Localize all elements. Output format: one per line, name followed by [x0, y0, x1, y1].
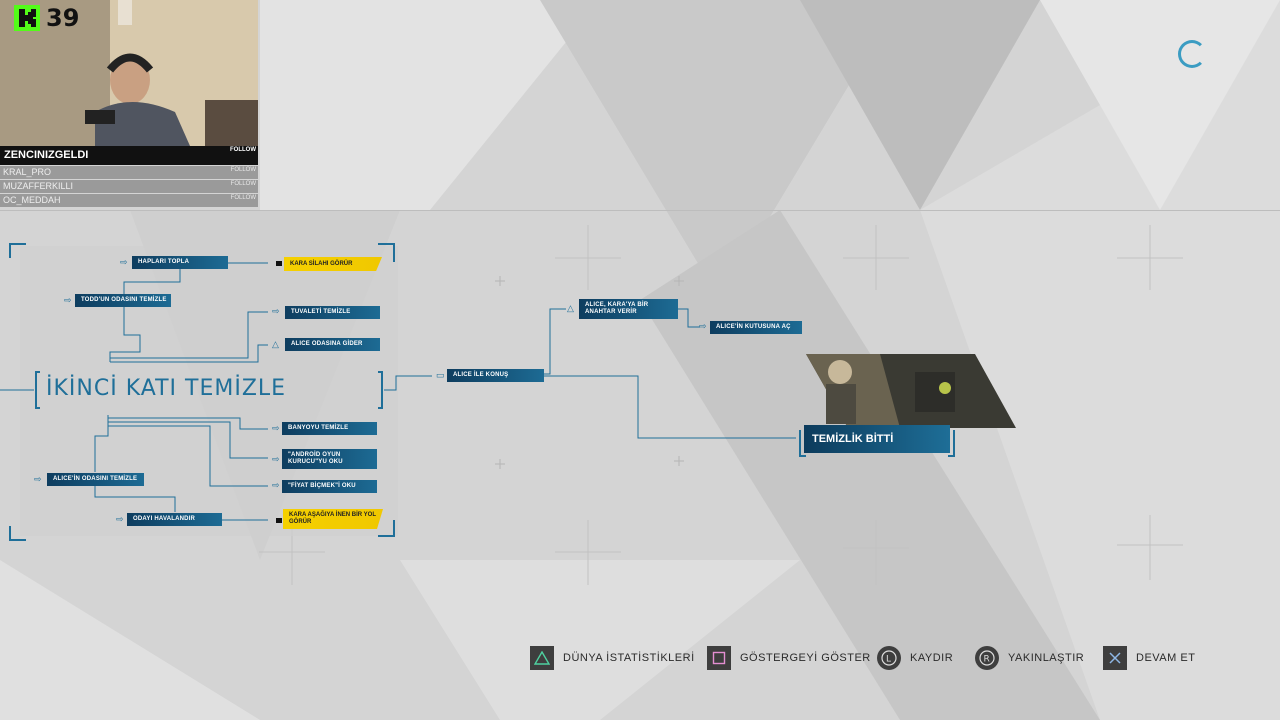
follower-name: OC_MEDDAH: [3, 195, 61, 205]
follower-row: OC_MEDDAH FOLLOW: [0, 194, 258, 207]
control-label: DEVAM ET: [1136, 652, 1196, 664]
lock-icon: [276, 261, 282, 266]
control-label: YAKINLAŞTIR: [1008, 652, 1085, 664]
control-scroll[interactable]: L KAYDIR: [877, 646, 953, 670]
node-alice-konus[interactable]: ALICE İLE KONUŞ: [447, 369, 544, 382]
svg-text:R: R: [984, 655, 990, 665]
node-android[interactable]: "ANDROİD OYUN KURUCU"YU OKU: [282, 449, 377, 469]
node-todd-odasi[interactable]: TODD'UN ODASINI TEMİZLE: [75, 294, 171, 307]
node-alice-odasini[interactable]: ALICE'İN ODASINI TEMİZLE: [47, 473, 144, 486]
kick-badge: 39: [14, 4, 79, 32]
arrow-right-icon: ⇨: [272, 306, 280, 316]
arrow-right-icon: ⇨: [272, 480, 280, 490]
follower-name: KRAL_PRO: [3, 167, 52, 177]
control-label: GÖSTERGEYİ GÖSTER: [740, 652, 871, 664]
triangle-icon: [530, 646, 554, 670]
node-haplari-topla[interactable]: HAPLARI TOPLA: [132, 256, 228, 269]
control-label: DÜNYA İSTATİSTİKLERİ: [563, 652, 695, 664]
control-label: KAYDIR: [910, 652, 954, 664]
webcam-overlay: 39 ZENCINIZGELDI FOLLOW KRAL_PRO FOLLOW …: [0, 0, 258, 207]
node-kara-silahi[interactable]: KARA SİLAHI GÖRÜR: [284, 257, 382, 271]
arrow-right-icon: ⇨: [699, 321, 707, 331]
node-temizlik-bitti[interactable]: TEMİZLİK BİTTİ: [804, 425, 950, 453]
kick-logo-icon: [14, 5, 40, 31]
node-kutusuna[interactable]: ALICE'İN KUTUSUNA AÇ: [710, 321, 802, 334]
node-kara-asagi[interactable]: KARA AŞAĞIYA İNEN BİR YOL GÖRÜR: [283, 509, 383, 529]
loading-spinner-icon: [1178, 40, 1206, 68]
cross-icon: [1103, 646, 1127, 670]
arrow-right-icon: ⇨: [272, 454, 280, 464]
lock-icon: [276, 518, 282, 523]
follower-action: FOLLOW: [230, 195, 256, 201]
r-stick-icon: R: [975, 646, 999, 670]
streamer-name: ZENCINIZGELDI: [4, 149, 89, 161]
streamer-bar: ZENCINIZGELDI FOLLOW: [0, 146, 258, 165]
follower-action: FOLLOW: [230, 167, 256, 173]
node-anahtar[interactable]: ALICE, KARA'YA BİR ANAHTAR VERİR: [579, 299, 678, 319]
arrow-right-icon: ⇨: [116, 514, 124, 524]
follower-row: MUZAFFERKILLI FOLLOW: [0, 180, 258, 193]
control-zoom[interactable]: R YAKINLAŞTIR: [975, 646, 1084, 670]
l-stick-icon: L: [877, 646, 901, 670]
node-banyoyu[interactable]: BANYOYU TEMİZLE: [282, 422, 377, 435]
svg-text:L: L: [886, 655, 891, 665]
follower-action: FOLLOW: [230, 181, 256, 187]
node-tuvaleti[interactable]: TUVALETİ TEMİZLE: [285, 306, 380, 319]
node-odayi[interactable]: ODAYI HAVALANDIR: [127, 513, 222, 526]
chapter-title: İKİNCİ KATI TEMİZLE: [46, 376, 287, 401]
follower-row: KRAL_PRO FOLLOW: [0, 166, 258, 179]
node-alice-odasina[interactable]: ALICE ODASINA GİDER: [285, 338, 380, 351]
node-fiyat[interactable]: "FİYAT BİÇMEK"İ OKU: [282, 480, 377, 493]
control-world-stats[interactable]: DÜNYA İSTATİSTİKLERİ: [530, 646, 695, 670]
square-icon: [707, 646, 731, 670]
follower-name: MUZAFFERKILLI: [3, 181, 74, 191]
follow-button[interactable]: FOLLOW: [230, 147, 256, 153]
arrow-right-icon: ⇨: [272, 423, 280, 433]
webcam-video: [0, 0, 258, 146]
triangle-icon: △: [272, 339, 279, 349]
viewer-count: 39: [46, 4, 80, 32]
triangle-icon: △: [567, 303, 574, 313]
dialog-icon: ▭: [436, 370, 445, 380]
control-show-gauge[interactable]: GÖSTERGEYİ GÖSTER: [707, 646, 871, 670]
control-continue[interactable]: DEVAM ET: [1103, 646, 1195, 670]
arrow-right-icon: ⇨: [120, 257, 128, 267]
arrow-right-icon: ⇨: [64, 295, 72, 305]
arrow-right-icon: ⇨: [34, 474, 42, 484]
